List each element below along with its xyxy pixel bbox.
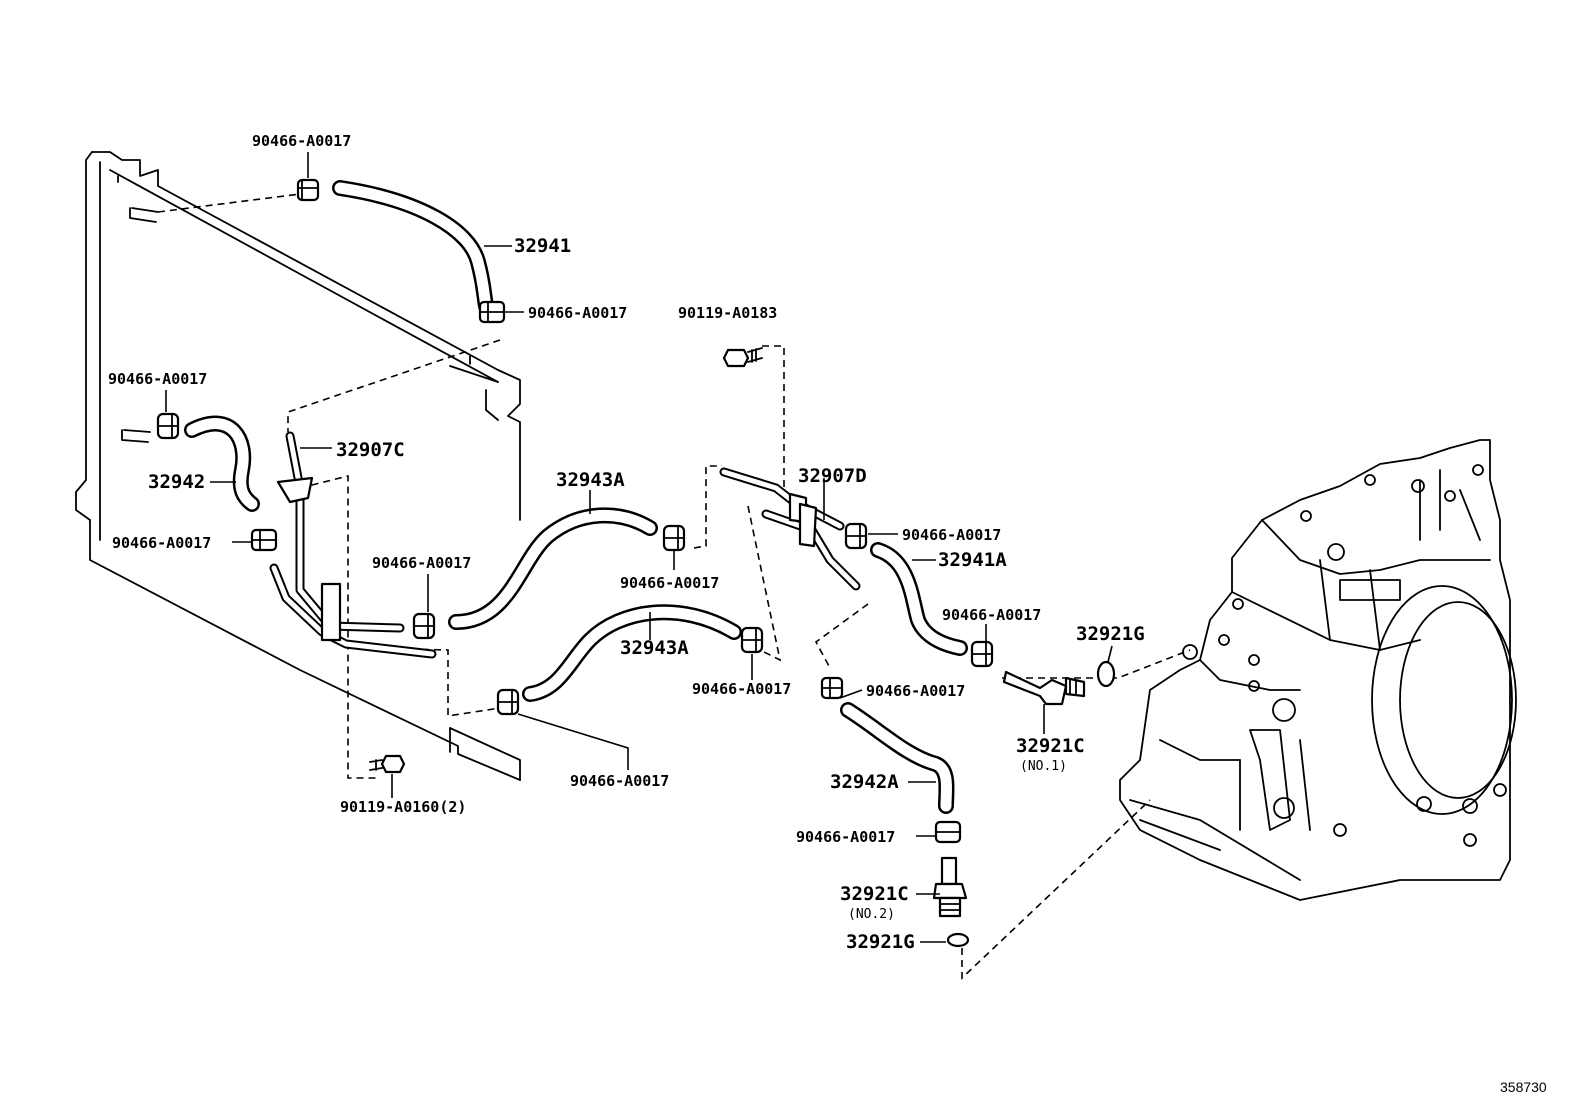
- bolt-90119-A0160: [369, 754, 406, 774]
- pipe-32907D: [719, 467, 861, 591]
- bolt-90119-A0183: [722, 347, 763, 368]
- label-clamp-32942: 90466-A0017: [112, 534, 211, 552]
- label-32943A-lower: 32943A: [620, 637, 689, 659]
- hose-32941A: [870, 542, 968, 656]
- hose-32942A: [840, 702, 955, 814]
- hose-32942: [184, 415, 260, 512]
- label-32941A: 32941A: [938, 549, 1007, 571]
- transmission-case: [1119, 439, 1517, 901]
- label-32907C: 32907C: [336, 439, 405, 461]
- label-clamp-32942A: 90466-A0017: [866, 682, 965, 700]
- label-32942A: 32942A: [830, 771, 899, 793]
- label-clamp-bottom-left: 90466-A0017: [570, 772, 669, 790]
- diagram-reference-number: 358730: [1500, 1079, 1547, 1095]
- label-32943A-upper: 32943A: [556, 469, 625, 491]
- label-32921G-lower: 32921G: [846, 931, 915, 953]
- union-32921C-no1: [1002, 670, 1086, 706]
- label-clamp-mid-lower: 90466-A0017: [692, 680, 791, 698]
- hose-32943A-lower: [522, 604, 742, 702]
- gasket-rings: [946, 660, 1116, 948]
- radiator: [75, 151, 521, 781]
- part-labels: 90466-A0017 32941 90466-A0017 90466-A001…: [108, 132, 1547, 1095]
- label-no1: (NO.1): [1020, 759, 1067, 774]
- label-32907D: 32907D: [798, 465, 867, 487]
- label-32921G-upper: 32921G: [1076, 623, 1145, 645]
- hose-32943A-upper: [448, 507, 658, 630]
- label-clamp-left: 90466-A0017: [108, 370, 207, 388]
- label-clamp-32907D: 90466-A0017: [902, 526, 1001, 544]
- label-clamp-top: 90466-A0017: [252, 132, 351, 150]
- label-32942: 32942: [148, 471, 205, 493]
- label-32941: 32941: [514, 235, 571, 257]
- pipe-32907C: [269, 431, 437, 659]
- label-90119-A0160: 90119-A0160(2): [340, 798, 466, 816]
- hose-32941: [332, 180, 494, 314]
- label-clamp-mid-left: 90466-A0017: [372, 554, 471, 572]
- union-32921C-no2: [932, 856, 968, 918]
- dashed-assembly-lines: [157, 193, 1191, 980]
- label-clamp-mid: 90466-A0017: [620, 574, 719, 592]
- clamp-shapes: [156, 178, 994, 844]
- label-clamp-32941A: 90466-A0017: [942, 606, 1041, 624]
- label-32921C-no1: 32921C: [1016, 735, 1085, 757]
- label-leaders: [165, 152, 1113, 943]
- label-no2: (NO.2): [848, 907, 895, 922]
- label-clamp-32921C: 90466-A0017: [796, 828, 895, 846]
- label-32921C-no2: 32921C: [840, 883, 909, 905]
- label-90119-A0183: 90119-A0183: [678, 304, 777, 322]
- label-clamp-32941: 90466-A0017: [528, 304, 627, 322]
